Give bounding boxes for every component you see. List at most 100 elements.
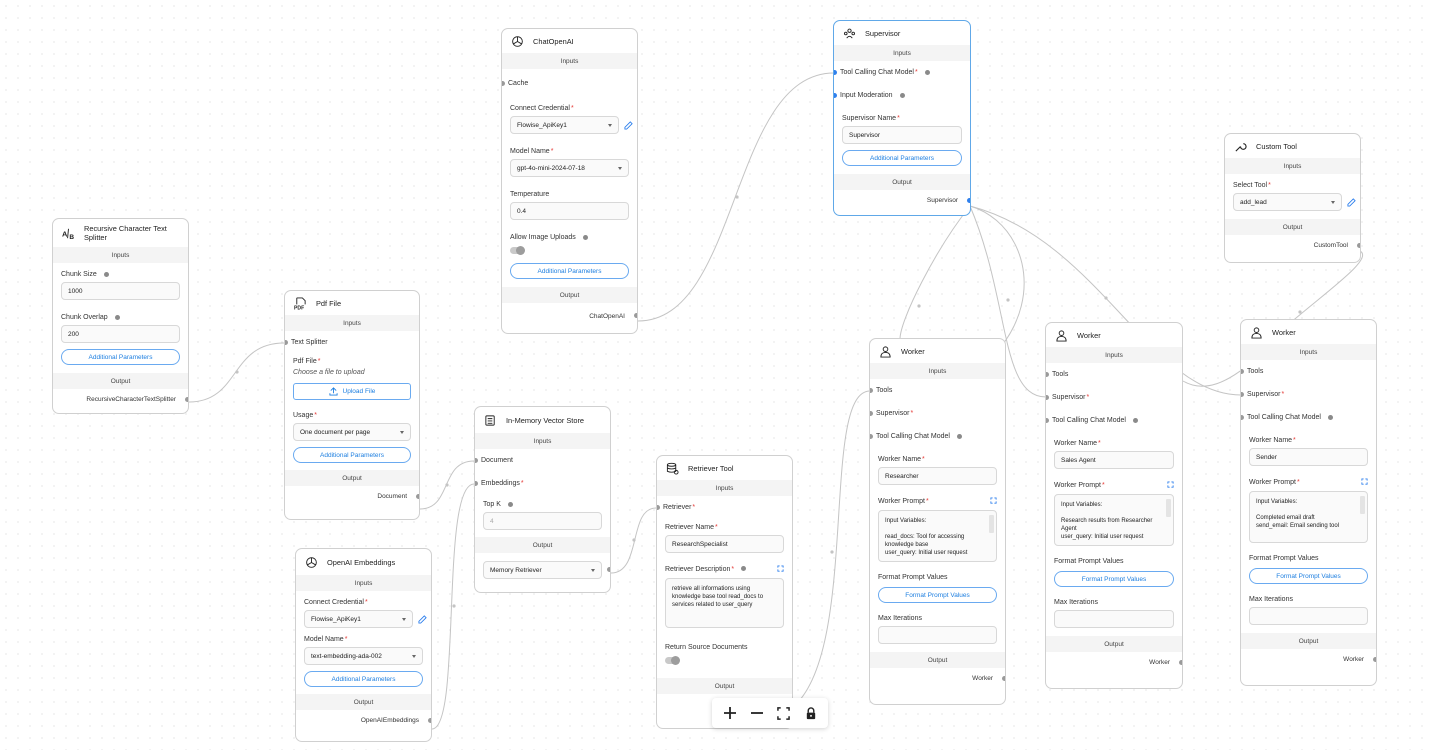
output-handle[interactable] bbox=[607, 567, 610, 572]
output-select[interactable]: Memory Retriever bbox=[483, 561, 602, 579]
zoom-out-icon[interactable] bbox=[746, 702, 768, 724]
retriever-name-input[interactable]: ResearchSpecialist bbox=[665, 535, 784, 553]
additional-parameters-button[interactable]: Additional Parameters bbox=[842, 150, 962, 166]
output-handle[interactable] bbox=[1373, 657, 1376, 662]
output-handle[interactable] bbox=[1179, 660, 1182, 665]
chatopenai-node[interactable]: ChatOpenAI Inputs Cache Connect Credenti… bbox=[501, 28, 638, 334]
return-source-documents-toggle[interactable] bbox=[665, 656, 680, 665]
openai-embeddings-node[interactable]: OpenAI Embeddings Inputs Connect Credent… bbox=[295, 548, 432, 742]
allow-image-uploads-toggle[interactable] bbox=[510, 246, 525, 255]
info-icon bbox=[741, 566, 747, 571]
output-handle[interactable] bbox=[1357, 243, 1360, 248]
allow-image-uploads-label: Allow Image Uploads bbox=[502, 220, 637, 245]
output-handle[interactable] bbox=[967, 198, 970, 203]
top-k-input[interactable]: 4 bbox=[483, 512, 602, 530]
supervisor-handle[interactable] bbox=[1241, 392, 1244, 397]
tools-anchor: Tools bbox=[870, 379, 1005, 402]
worker-prompt-label: Worker Prompt* bbox=[1241, 466, 1376, 491]
cache-handle[interactable] bbox=[502, 81, 505, 86]
tool-calling-handle[interactable] bbox=[1241, 415, 1244, 420]
retriever-handle[interactable] bbox=[657, 505, 660, 510]
format-prompt-values-label: Format Prompt Values bbox=[878, 574, 948, 581]
user-icon bbox=[1249, 325, 1263, 339]
upload-file-button[interactable]: Upload File bbox=[293, 383, 411, 400]
info-icon bbox=[1327, 415, 1333, 420]
supervisor-node[interactable]: Supervisor Inputs Tool Calling Chat Mode… bbox=[833, 20, 971, 216]
worker-name-input[interactable]: Researcher bbox=[878, 467, 997, 485]
output-handle[interactable] bbox=[1002, 676, 1005, 681]
custom-tool-node[interactable]: Custom Tool Inputs Select Tool* add_lead… bbox=[1224, 133, 1361, 263]
text-splitter-handle[interactable] bbox=[285, 340, 288, 345]
temperature-input[interactable]: 0.4 bbox=[510, 202, 629, 220]
tools-handle[interactable] bbox=[1046, 372, 1049, 377]
worker-name-input[interactable]: Sender bbox=[1249, 448, 1368, 466]
fit-view-icon[interactable] bbox=[773, 702, 795, 724]
worker-researcher-node[interactable]: Worker Inputs Tools Supervisor* Tool Cal… bbox=[869, 338, 1006, 705]
worker-sales-node[interactable]: Worker Inputs Tools Supervisor* Tool Cal… bbox=[1045, 322, 1183, 689]
worker-prompt-textarea[interactable]: Input Variables: read_docs: Tool for acc… bbox=[878, 510, 997, 562]
edit-credential-icon[interactable] bbox=[417, 614, 427, 624]
additional-parameters-button[interactable]: Additional Parameters bbox=[510, 263, 629, 279]
supervisor-handle[interactable] bbox=[1046, 395, 1049, 400]
tool-calling-handle[interactable] bbox=[870, 434, 873, 439]
output-handle[interactable] bbox=[428, 718, 431, 723]
document-handle[interactable] bbox=[475, 458, 478, 463]
additional-parameters-button[interactable]: Additional Parameters bbox=[304, 671, 423, 687]
max-iterations-input[interactable] bbox=[1249, 607, 1368, 625]
max-iterations-input[interactable] bbox=[878, 626, 997, 644]
tools-handle[interactable] bbox=[870, 388, 873, 393]
lock-icon[interactable] bbox=[800, 702, 822, 724]
chunk-size-label: Chunk Size bbox=[53, 263, 188, 282]
select-tool-select[interactable]: add_lead bbox=[1233, 193, 1342, 211]
supervisor-name-input[interactable]: Supervisor bbox=[842, 126, 962, 144]
worker-name-label: Worker Name* bbox=[1054, 440, 1101, 447]
output-handle[interactable] bbox=[416, 494, 419, 499]
tool-calling-handle[interactable] bbox=[834, 70, 837, 75]
text-splitter-anchor: Text Splitter bbox=[285, 331, 419, 354]
retriever-description-textarea[interactable]: retrieve all informations using knowledg… bbox=[665, 578, 784, 628]
additional-parameters-button[interactable]: Additional Parameters bbox=[61, 349, 180, 365]
expand-icon[interactable] bbox=[1167, 481, 1174, 490]
max-iterations-input[interactable] bbox=[1054, 610, 1174, 628]
embeddings-handle[interactable] bbox=[475, 481, 478, 486]
zoom-in-icon[interactable] bbox=[719, 702, 741, 724]
edge-retriever-to-researcher bbox=[792, 390, 871, 708]
retriever-tool-node[interactable]: Retriever Tool Inputs Retriever* Retriev… bbox=[656, 455, 793, 729]
model-name-select[interactable]: gpt-4o-mini-2024-07-18 bbox=[510, 159, 629, 177]
tools-handle[interactable] bbox=[1241, 369, 1244, 374]
expand-icon[interactable] bbox=[990, 497, 997, 506]
tool-calling-anchor: Tool Calling Chat Model bbox=[870, 425, 1005, 448]
format-prompt-values-button[interactable]: Format Prompt Values bbox=[1249, 568, 1368, 584]
chunk-overlap-input[interactable]: 200 bbox=[61, 325, 180, 343]
node-header: Retriever Tool bbox=[657, 456, 792, 480]
pdf-file-node[interactable]: PDF Pdf File Inputs Text Splitter Pdf Fi… bbox=[284, 290, 420, 520]
worker-prompt-textarea[interactable]: Input Variables: Completed email draft s… bbox=[1249, 491, 1368, 543]
usage-select[interactable]: One document per page bbox=[293, 423, 411, 441]
vector-store-node[interactable]: In-Memory Vector Store Inputs Document E… bbox=[474, 406, 611, 593]
edit-credential-icon[interactable] bbox=[623, 120, 633, 130]
supervisor-anchor: Supervisor* bbox=[1241, 383, 1376, 406]
wrench-icon bbox=[1233, 139, 1247, 153]
additional-parameters-button[interactable]: Additional Parameters bbox=[293, 447, 411, 463]
format-prompt-values-button[interactable]: Format Prompt Values bbox=[878, 587, 997, 603]
worker-prompt-textarea[interactable]: Input Variables: Research results from R… bbox=[1054, 494, 1174, 546]
edit-tool-icon[interactable] bbox=[1346, 197, 1356, 207]
expand-icon[interactable] bbox=[1361, 478, 1368, 487]
input-moderation-handle[interactable] bbox=[834, 93, 837, 98]
output-handle[interactable] bbox=[634, 313, 637, 318]
worker-name-input[interactable]: Sales Agent bbox=[1054, 451, 1174, 469]
format-prompt-values-button[interactable]: Format Prompt Values bbox=[1054, 571, 1174, 587]
model-name-select[interactable]: text-embedding-ada-002 bbox=[304, 647, 423, 665]
credential-select[interactable]: Flowise_ApiKey1 bbox=[304, 610, 413, 628]
expand-icon[interactable] bbox=[777, 565, 784, 574]
credential-select[interactable]: Flowise_ApiKey1 bbox=[510, 116, 619, 134]
worker-sender-node[interactable]: Worker Inputs Tools Supervisor* Tool Cal… bbox=[1240, 319, 1377, 686]
tool-calling-handle[interactable] bbox=[1046, 418, 1049, 423]
chunk-size-input[interactable]: 1000 bbox=[61, 282, 180, 300]
output-handle[interactable] bbox=[185, 397, 188, 402]
supervisor-handle[interactable] bbox=[870, 411, 873, 416]
info-icon bbox=[1132, 418, 1138, 423]
info-icon bbox=[582, 235, 588, 240]
